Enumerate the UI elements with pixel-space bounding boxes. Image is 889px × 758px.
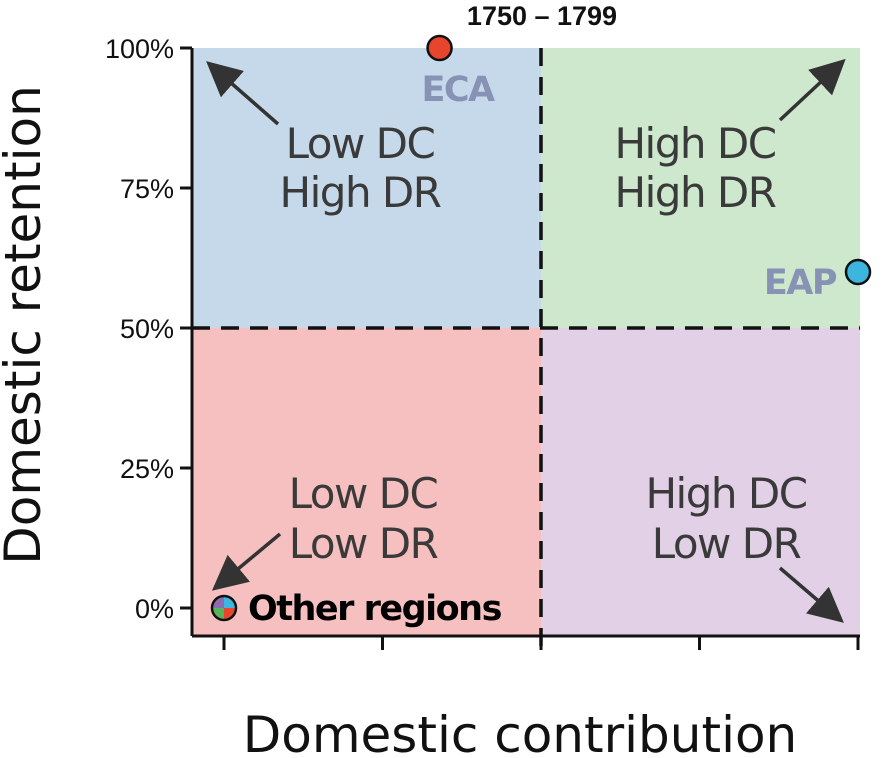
y-tick-label: 25% <box>120 454 174 484</box>
arrow-down-left <box>211 532 282 591</box>
y-tick-label: 75% <box>120 174 174 204</box>
quadrant-low-dc-low-dr <box>192 328 541 636</box>
quadrant-label-br-line2: Low DR <box>652 519 801 568</box>
quadrant-label-bl-line2: Low DR <box>289 519 438 568</box>
point-label-eap: EAP <box>764 263 837 303</box>
quadrant-label-tr-line2: High DR <box>615 168 776 217</box>
arrow-up-left <box>206 61 280 126</box>
quadrant-label-tr-line1: High DC <box>614 119 775 168</box>
chart-title: 1750 – 1799 <box>467 1 617 31</box>
point-other-regions <box>210 594 238 622</box>
other-regions-pie-slice <box>212 608 224 620</box>
arrow-down-right <box>778 566 844 623</box>
point-eap <box>844 258 872 286</box>
x-axis-title: Domestic contribution <box>243 706 798 758</box>
y-axis-ticks: 0% 25% 50% 75% 100% <box>105 34 192 624</box>
y-axis-title: Domestic retention <box>0 85 52 565</box>
other-regions-pie-slice <box>212 596 224 608</box>
y-tick-label: 50% <box>120 314 174 344</box>
other-regions-pie-slice <box>224 596 236 608</box>
quadrant-high-dc-low-dr <box>541 328 860 636</box>
point-label-other-regions: Other regions <box>248 589 502 629</box>
point-eca <box>426 34 453 62</box>
quadrant-label-tl-line2: High DR <box>280 168 441 217</box>
y-tick-label: 0% <box>135 594 174 624</box>
quadrant-low-dc-high-dr <box>192 48 541 328</box>
other-regions-pie-outline <box>210 594 238 622</box>
point-label-eca: ECA <box>421 70 495 110</box>
quadrant-label-br-line1: High DC <box>645 469 806 518</box>
other-regions-pie-slice <box>224 608 236 620</box>
y-tick-label: 100% <box>105 34 174 64</box>
quadrant-label-bl-line1: Low DC <box>289 469 438 518</box>
quadrant-label-tl-line1: Low DC <box>286 119 435 168</box>
x-axis-ticks <box>222 636 860 650</box>
arrow-up-right <box>778 58 846 122</box>
